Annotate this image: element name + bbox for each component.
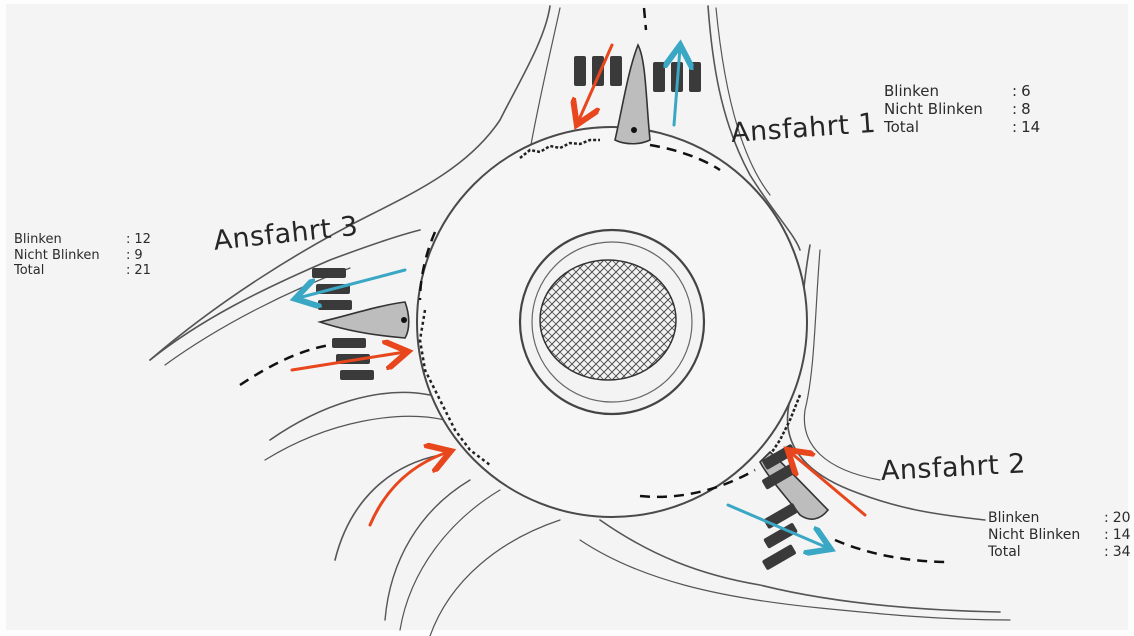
stat-label: Blinken bbox=[14, 232, 126, 248]
stat-value: 20 bbox=[1113, 510, 1131, 527]
stat-label: Nicht Blinken bbox=[988, 527, 1104, 544]
stat-row-nicht-blinken: Nicht Blinken :9 bbox=[14, 248, 151, 264]
stat-row-total: Total :14 bbox=[884, 118, 1040, 136]
stat-row-total: Total :34 bbox=[988, 544, 1131, 561]
exit-3-stats: Blinken :12 Nicht Blinken :9 Total :21 bbox=[14, 232, 151, 279]
stat-row-blinken: Blinken :12 bbox=[14, 232, 151, 248]
stat-label: Blinken bbox=[988, 510, 1104, 527]
stat-label: Total bbox=[884, 118, 1012, 136]
entry-arrow-southwest bbox=[370, 452, 448, 525]
stat-label: Nicht Blinken bbox=[884, 100, 1012, 118]
stat-value: 6 bbox=[1021, 82, 1031, 100]
central-island bbox=[417, 127, 807, 517]
stat-value: 8 bbox=[1021, 100, 1031, 118]
stat-row-nicht-blinken: Nicht Blinken :14 bbox=[988, 527, 1131, 544]
stat-row-nicht-blinken: Nicht Blinken :8 bbox=[884, 100, 1040, 118]
stat-row-blinken: Blinken :20 bbox=[988, 510, 1131, 527]
stat-value: 14 bbox=[1113, 527, 1131, 544]
stat-label: Nicht Blinken bbox=[14, 248, 126, 264]
stat-label: Blinken bbox=[884, 82, 1012, 100]
stat-row-blinken: Blinken :6 bbox=[884, 82, 1040, 100]
stat-value: 14 bbox=[1021, 118, 1040, 136]
stat-label: Total bbox=[988, 544, 1104, 561]
stat-value: 9 bbox=[134, 248, 142, 264]
stat-value: 21 bbox=[134, 263, 151, 279]
stat-value: 12 bbox=[134, 232, 151, 248]
exit-1-stats: Blinken :6 Nicht Blinken :8 Total :14 bbox=[884, 82, 1040, 136]
stat-label: Total bbox=[14, 263, 126, 279]
stat-value: 34 bbox=[1113, 544, 1131, 561]
exit-2-stats: Blinken :20 Nicht Blinken :14 Total :34 bbox=[988, 510, 1131, 560]
stat-row-total: Total :21 bbox=[14, 263, 151, 279]
